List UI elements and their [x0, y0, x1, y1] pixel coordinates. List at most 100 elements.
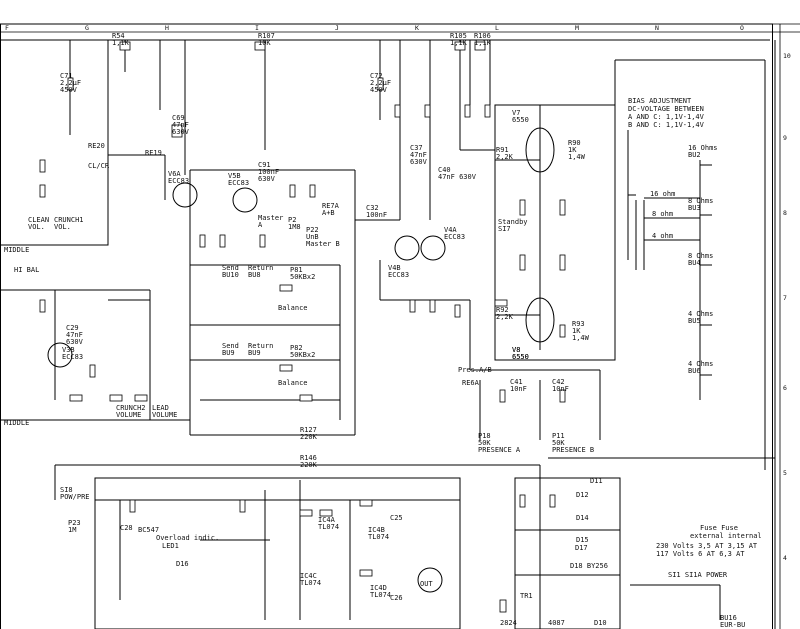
label-fuse-117: 117 Volts 6 AT 6,3 AT: [656, 550, 745, 558]
resistor-symbol: [289, 184, 296, 198]
resistor-symbol: [171, 124, 183, 138]
resistor-symbol: [119, 41, 131, 51]
tube-v7: [525, 127, 555, 173]
resistor-symbol: [319, 509, 333, 517]
label-sig-bias-title: BIAS ADJUSTMENT: [628, 97, 692, 105]
resistor-symbol: [499, 389, 506, 403]
resistor-symbol: [279, 284, 293, 292]
label-fuse-sub: external internal: [690, 532, 762, 540]
label-middle1: MIDDLE: [4, 246, 29, 254]
row-label: 7: [783, 294, 787, 302]
column-label: J: [335, 24, 339, 32]
sheet-border: [0, 23, 800, 629]
resistor-symbol: [259, 234, 266, 248]
label-balance1: Balance: [278, 304, 308, 312]
output-jack: [417, 567, 443, 593]
resistor-symbol: [359, 499, 373, 507]
resistor-symbol: [279, 364, 293, 372]
tube-v8: [525, 297, 555, 343]
column-label: K: [415, 24, 419, 32]
resistor-symbol: [559, 199, 566, 216]
resistor-symbol: [39, 299, 46, 313]
label-sig-bias-l2: A AND C: 1,1V-1,4V: [628, 113, 705, 121]
column-label: N: [655, 24, 659, 32]
label-d17: D17: [575, 544, 588, 552]
label-d16: D16: [176, 560, 189, 568]
label-re19: RE19: [145, 149, 162, 157]
label-middle2: MIDDLE: [4, 419, 29, 427]
label-hibal: HI BAL: [14, 266, 39, 274]
resistor-symbol: [474, 41, 486, 51]
resistor-symbol: [67, 77, 74, 91]
resistor-symbol: [519, 254, 526, 271]
resistor-symbol: [299, 509, 313, 517]
column-label: I: [255, 24, 259, 32]
components: [39, 41, 566, 613]
tube-v3b: [47, 342, 73, 368]
label-d11: D11: [590, 477, 603, 485]
resistor-symbol: [39, 159, 46, 173]
resistor-symbol: [134, 394, 148, 402]
resistor-symbol: [429, 299, 436, 313]
resistor-symbol: [254, 41, 266, 51]
row-label: 10: [783, 52, 791, 60]
resistor-symbol: [519, 199, 526, 216]
row-label: 9: [783, 134, 787, 142]
resistor-symbol: [409, 299, 416, 313]
resistor-symbol: [454, 304, 461, 318]
label-tr1: TR1: [520, 592, 533, 600]
label-tap16: 16 ohm: [650, 190, 675, 198]
label-out: OUT: [420, 580, 433, 588]
column-label: H: [165, 24, 169, 32]
resistor-symbol: [519, 494, 526, 508]
label-c28: C28: [120, 524, 133, 532]
label-bottom3: D10: [594, 619, 607, 627]
resistor-symbol: [499, 599, 507, 613]
label-overload: Overload indic.: [156, 534, 219, 542]
resistor-symbol: [239, 499, 246, 513]
label-c26: C26: [390, 594, 403, 602]
label-tap4: 4 ohm: [652, 232, 673, 240]
resistor-symbol: [377, 77, 384, 91]
resistor-symbol: [464, 104, 471, 118]
label-clcr: CL/CR: [88, 162, 110, 170]
label-re6a: RE6A: [462, 379, 480, 387]
label-bottom1: 2824: [500, 619, 517, 627]
